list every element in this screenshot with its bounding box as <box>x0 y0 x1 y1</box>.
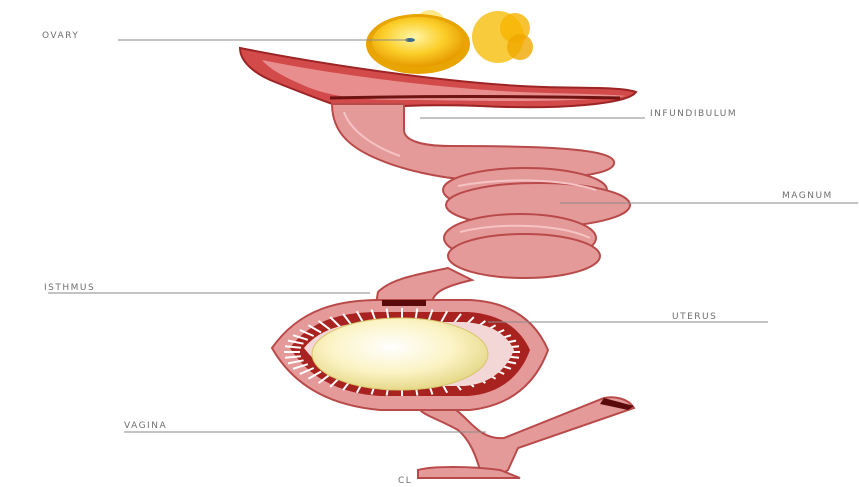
oviduct-shape <box>332 104 630 304</box>
vagina-shape <box>418 397 634 478</box>
infundibulum-label: INFUNDIBULUM <box>650 109 737 119</box>
uterus-shape <box>272 300 548 410</box>
cloaca-label: CL <box>398 476 412 486</box>
ovary-label: OVARY <box>42 31 79 41</box>
magnum-label: MAGNUM <box>782 191 833 201</box>
ovary-shape <box>366 10 533 74</box>
isthmus-label: ISTHMUS <box>44 283 95 293</box>
vagina-label: VAGINA <box>124 421 167 431</box>
uterus-label: UTERUS <box>672 312 717 322</box>
